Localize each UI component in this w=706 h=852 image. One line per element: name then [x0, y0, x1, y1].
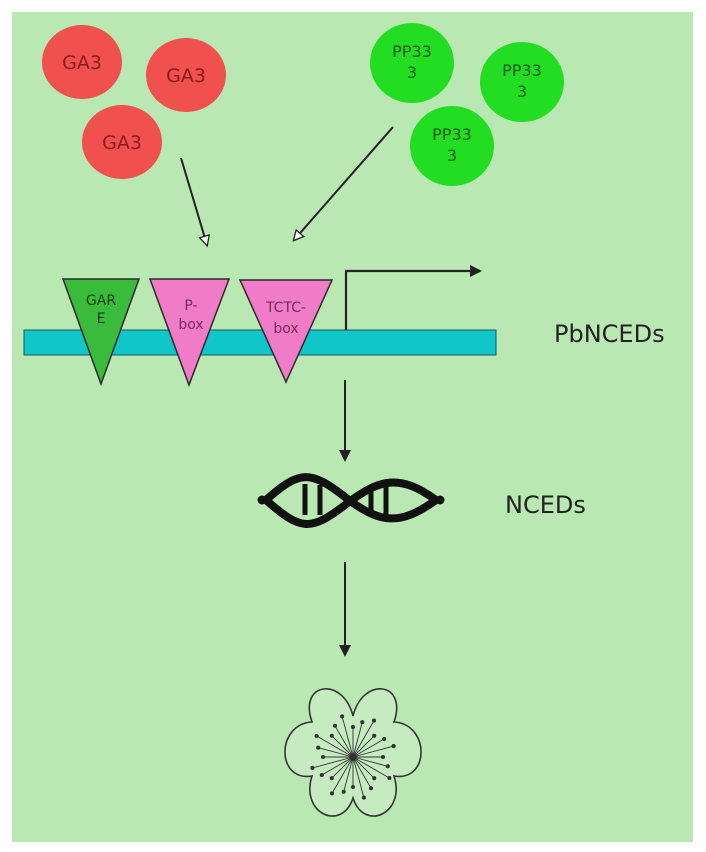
stamen-tip — [340, 714, 345, 719]
stamen-tip — [350, 784, 356, 790]
stamen-tip — [310, 765, 315, 770]
stamen-tip — [319, 772, 324, 778]
stamen-line — [352, 738, 385, 758]
stamen-line — [321, 756, 354, 776]
stamen-tip — [385, 764, 390, 769]
gare-label-line2: E — [97, 311, 106, 327]
product-label: NCEDs — [505, 491, 586, 519]
ga3-label-3: GA3 — [102, 132, 142, 154]
pp333-arrow — [294, 126, 394, 240]
stamen-tip — [329, 733, 334, 738]
stamen-tip — [329, 791, 335, 796]
tctc-element: TCTC- box — [238, 279, 334, 384]
stamen-tip — [382, 736, 387, 742]
stamen-line — [318, 747, 354, 758]
ga3-circle-3 — [82, 105, 162, 179]
stamen-tip — [380, 754, 386, 760]
pp333-label-3-line1: PP33 — [432, 125, 472, 144]
gare-triangle — [61, 278, 141, 387]
stamen-line — [352, 722, 363, 758]
stamen-line — [352, 756, 372, 789]
stamen-tip — [368, 786, 374, 791]
stamen-line — [343, 756, 354, 792]
stamen-tip — [341, 789, 346, 794]
stamen-line — [352, 756, 365, 798]
stamen-line — [331, 756, 354, 794]
pp333-circle-3 — [410, 106, 494, 186]
stamen-tip — [387, 775, 392, 781]
stamen-tip — [372, 776, 377, 781]
stamen-line — [312, 756, 354, 769]
stamen-tip — [371, 718, 377, 723]
ga3-circle-1 — [42, 25, 122, 99]
stamen-line — [334, 725, 354, 758]
pp333-label-3-line2: 3 — [447, 146, 457, 165]
transcription-start-arrow — [344, 265, 482, 330]
stamen-tip — [350, 724, 356, 730]
tctc-label-line1: TCTC- — [265, 300, 306, 316]
pbox-label-line1: P- — [184, 298, 197, 314]
gene-label: PbNCEDs — [554, 320, 665, 348]
stamen-line — [352, 756, 390, 779]
pp333-label-1-line1: PP33 — [392, 42, 432, 61]
flower-center — [349, 753, 357, 761]
stamen-tip — [361, 795, 366, 800]
pp333-circle-1 — [370, 23, 454, 103]
pp333-group: PP33 3 PP33 3 PP33 3 — [370, 23, 564, 186]
gare-label-line1: GAR — [86, 293, 116, 309]
stamen-tip — [360, 720, 365, 725]
stamen-tip — [391, 744, 396, 749]
ga3-arrow — [180, 157, 207, 245]
pp333-label-2-line1: PP33 — [502, 61, 542, 80]
pbox-label-line2: box — [178, 317, 203, 333]
pbox-element: P- box — [148, 278, 231, 388]
ga3-label-1: GA3 — [62, 52, 102, 74]
stamen-line — [352, 756, 388, 767]
stamen-line — [341, 716, 354, 758]
stamen-line — [352, 745, 394, 758]
ga3-circle-2 — [146, 38, 226, 112]
tctc-label-line2: box — [273, 321, 298, 337]
stamen-line — [331, 756, 354, 779]
ga3-group: GA3 GA3 GA3 — [42, 25, 226, 179]
gare-element: GAR E — [61, 278, 141, 387]
stamen-line — [352, 735, 375, 758]
stamen-line — [352, 756, 375, 779]
stamen-tip — [316, 745, 321, 750]
pp333-label-1-line2: 3 — [407, 63, 417, 82]
stamen-line — [352, 720, 375, 758]
stamen-tip — [332, 723, 338, 728]
stamen-tip — [372, 733, 377, 738]
stamen-line — [331, 735, 354, 758]
ga3-label-2: GA3 — [166, 65, 206, 87]
stamen-tip — [314, 733, 319, 739]
pbox-triangle — [148, 278, 231, 388]
pp333-label-2-line2: 3 — [517, 82, 527, 101]
stamen-tip — [329, 776, 334, 781]
pp333-circle-2 — [480, 42, 564, 122]
stamen-line — [316, 735, 354, 758]
stamen-tip — [320, 754, 326, 760]
tctc-triangle — [238, 279, 334, 384]
flower-icon — [284, 688, 422, 817]
dna-helix-icon — [257, 473, 445, 528]
